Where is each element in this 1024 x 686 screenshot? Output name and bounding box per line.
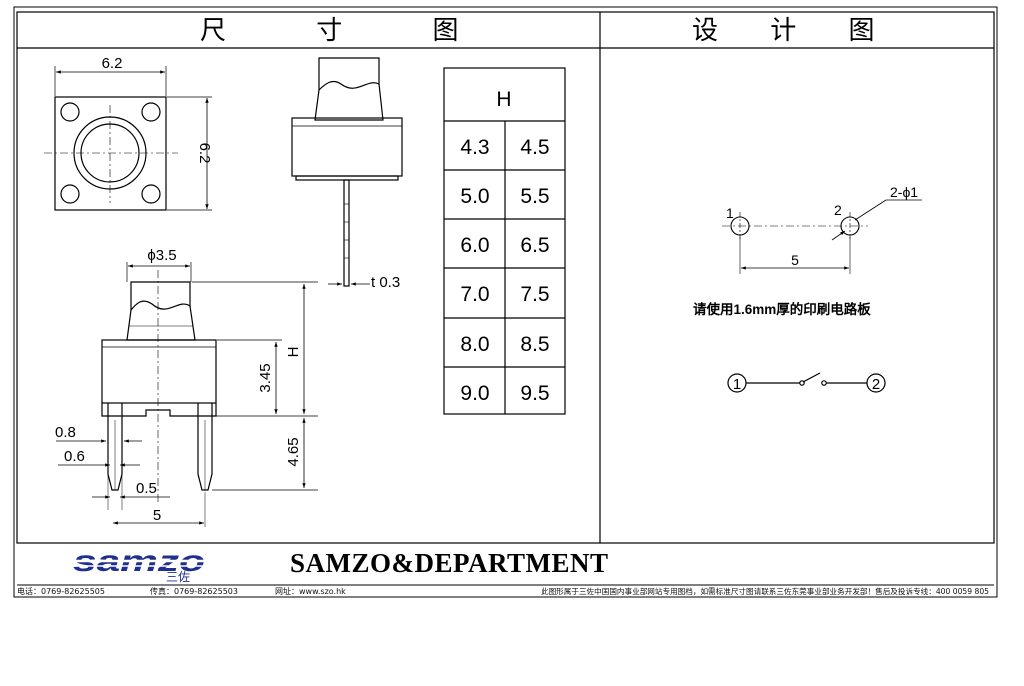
thickness-label: t 0.3 — [371, 274, 400, 291]
top-view — [44, 66, 212, 211]
actuator-top — [130, 281, 191, 312]
side-body — [291, 117, 403, 177]
pad-2-label: 2 — [834, 202, 842, 218]
drawing-frame — [13, 6, 998, 598]
corner-hole — [141, 102, 161, 122]
hole-spec-label: 2-ϕ1 — [890, 184, 918, 200]
terminal-2-label: 2 — [872, 376, 880, 393]
pad-spacing-label: 5 — [791, 252, 799, 268]
h-table-cell: 5.5 — [520, 185, 549, 208]
h-table-cell: 8.0 — [460, 333, 489, 356]
top-width-label: 6.2 — [102, 55, 123, 72]
logo-chinese: 三佐 — [166, 570, 190, 584]
diameter-label: ϕ3.5 — [147, 247, 176, 264]
pcb-thickness-note: 请使用1.6mm厚的印刷电路板 — [693, 301, 871, 317]
pin-width-outer-label: 0.8 — [55, 424, 76, 441]
body-height-label: 3.45 — [257, 363, 274, 392]
footer-website[interactable]: 网址：www.szo.hk — [275, 587, 346, 596]
pin-spacing-label: 5 — [153, 507, 161, 524]
h-table-cell: 9.5 — [520, 382, 549, 405]
side-actuator-stem — [314, 83, 384, 121]
switch-body — [101, 339, 217, 404]
h-table-cell: 7.5 — [520, 283, 549, 306]
dimension-drawing-title: 尺 寸 图 — [200, 16, 461, 46]
pad-1-label: 1 — [726, 205, 734, 221]
pin-width-inner-label: 0.6 — [64, 448, 85, 465]
side-base — [295, 175, 399, 181]
corner-hole — [141, 184, 161, 204]
pin-length-label: 4.65 — [285, 437, 302, 466]
pin-gap-label: 0.5 — [136, 480, 157, 497]
h-table-header: H — [496, 88, 511, 111]
department-title: SAMZO&DEPARTMENT — [290, 548, 609, 578]
h-table-cell: 9.0 — [460, 382, 489, 405]
h-table-cell: 4.3 — [460, 136, 489, 159]
h-table-cell: 4.5 — [520, 136, 549, 159]
switch-schematic — [727, 372, 886, 393]
front-view — [56, 262, 318, 527]
side-actuator-top — [318, 57, 380, 92]
footer-phone: 电话：0769-82625505 — [17, 587, 105, 596]
side-pin — [343, 179, 350, 287]
h-table-rows: 4.3 4.5 5.0 5.5 6.0 6.5 7.0 7.5 8.0 8.5 … — [460, 136, 549, 405]
h-dimension-label: H — [285, 347, 302, 358]
h-table — [443, 67, 566, 415]
top-view-body — [54, 96, 167, 211]
h-table-cell: 6.0 — [460, 234, 489, 257]
terminal-1-label: 1 — [733, 376, 741, 393]
h-table-cell: 7.0 — [460, 283, 489, 306]
switch-base — [101, 403, 217, 417]
corner-hole — [60, 184, 80, 204]
footer-notice: 此图形属于三佐中国国内事业部网站专用图档，如需标准尺寸图请联系三佐东莞事业部业务… — [540, 587, 989, 596]
side-view — [291, 57, 403, 287]
design-drawing-title: 设 计 图 — [692, 16, 877, 46]
pcb-layout — [722, 199, 922, 274]
corner-hole — [60, 102, 80, 122]
samzo-logo: samzo 三佐 — [73, 545, 205, 584]
footer-fax: 传真：0769-82625503 — [150, 587, 238, 596]
h-table-cell: 8.5 — [520, 333, 549, 356]
top-height-label: 6.2 — [196, 143, 213, 164]
h-table-cell: 6.5 — [520, 234, 549, 257]
h-table-cell: 5.0 — [460, 185, 489, 208]
actuator-stem — [126, 305, 196, 341]
